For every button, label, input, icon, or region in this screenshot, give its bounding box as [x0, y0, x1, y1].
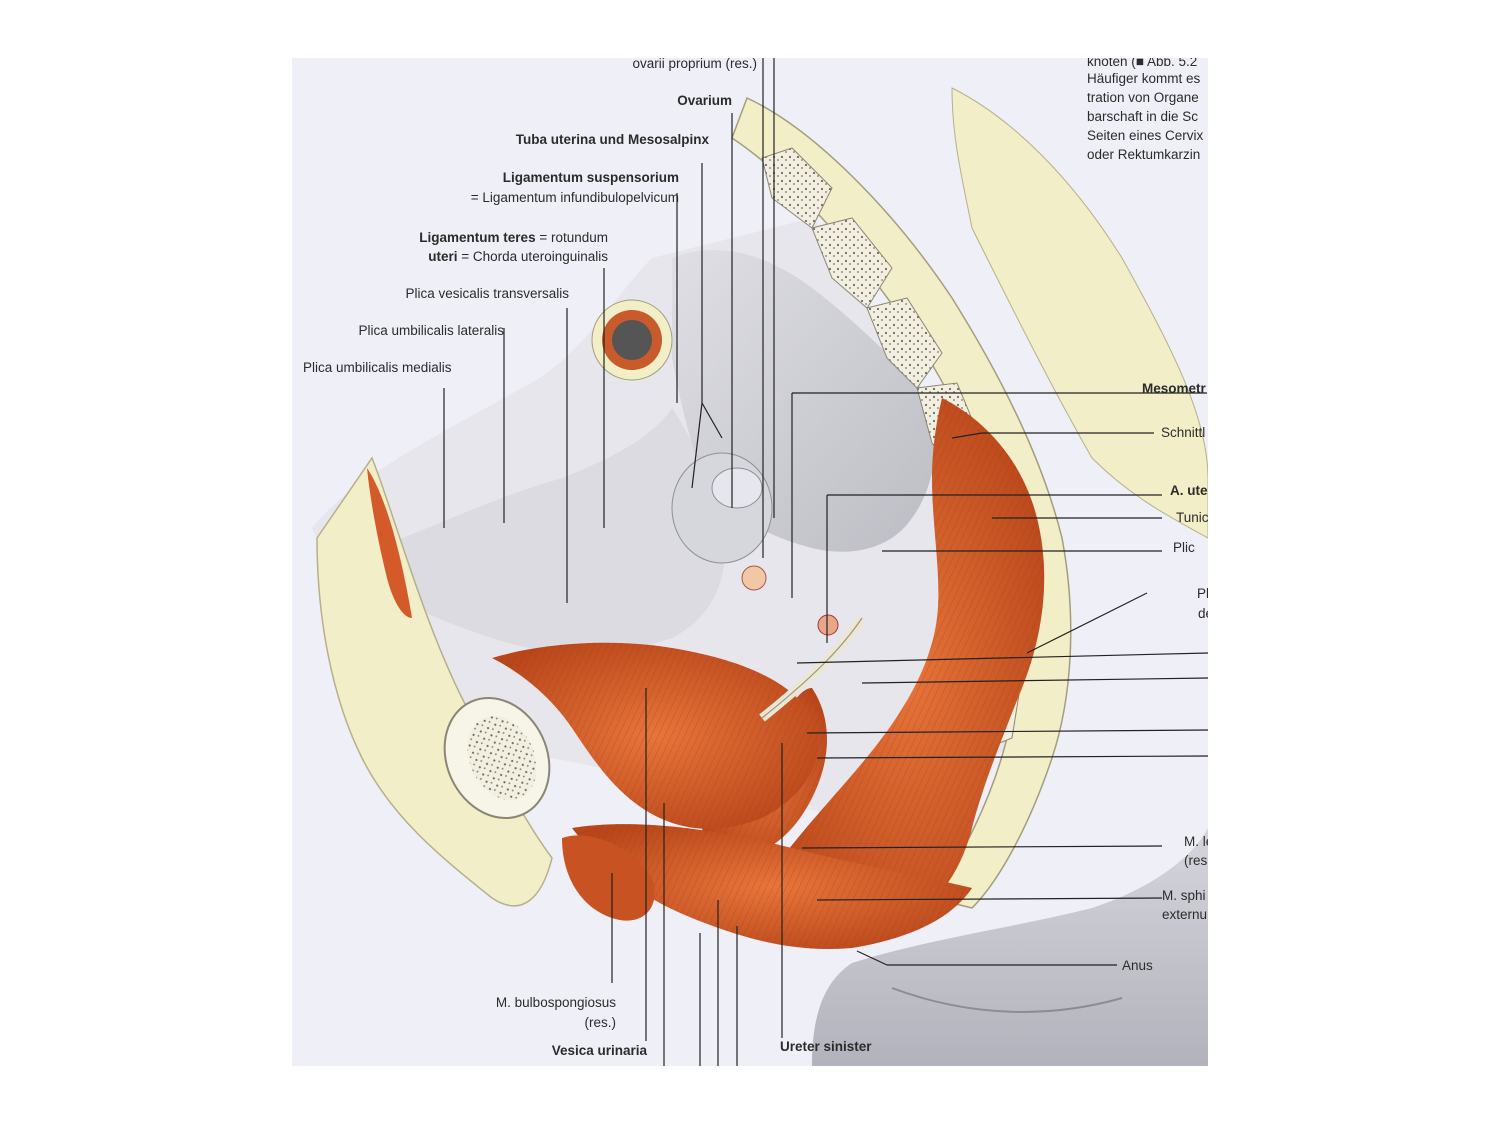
label-vesica-urinaria: Vesica urinaria	[551, 1043, 647, 1058]
bulbospongiosus	[562, 835, 655, 921]
side-text-line: Häufiger kommt es	[1087, 71, 1201, 86]
label-lig-suspensorium: Ligamentum suspensorium	[502, 170, 679, 185]
side-text-line: barschaft in die Sc	[1087, 109, 1199, 124]
side-text-line: Seiten eines Cervix	[1087, 128, 1204, 143]
label-schnittlinie: Schnittl	[1161, 425, 1206, 440]
label-plica-umbilicalis-lateralis: Plica umbilicalis lateralis	[358, 323, 504, 338]
label-tuba-uterina: Tuba uterina und Mesosalpinx	[515, 132, 709, 147]
label-plica: Plic	[1173, 540, 1195, 555]
label-m-levator-2: (res	[1184, 853, 1208, 868]
ovary-tube	[671, 452, 839, 636]
label-ovarii-proprium: ovarii proprium (res.)	[632, 58, 757, 71]
label-lig-teres-2: uteri = Chorda uteroinguinalis	[428, 249, 608, 264]
label-plica-umbilicalis-medialis: Plica umbilicalis medialis	[303, 360, 452, 375]
peritoneal-cavity	[312, 218, 1012, 818]
rectus-muscle	[367, 468, 412, 618]
label-pl-2: de	[1198, 606, 1208, 621]
leader-lines	[443, 58, 1208, 1066]
label-m-sphincter-2: externu	[1162, 907, 1208, 922]
label-mesometrium: Mesometr	[1142, 381, 1206, 396]
pelvis-sagittal-illustration	[292, 58, 1208, 1066]
side-text-line: knoten (■ Abb. 5.2	[1087, 58, 1198, 69]
side-text-line: tration von Organe	[1087, 90, 1199, 105]
label-lig-infundibulopelvicum: = Ligamentum infundibulopelvicum	[470, 190, 679, 205]
label-anus: Anus	[1122, 958, 1153, 973]
pubic-symphysis	[443, 696, 551, 820]
anatomy-plate: ovarii proprium (res.) Ovarium Tuba uter…	[292, 58, 1208, 1066]
label-m-sphincter-1: M. sphi	[1162, 888, 1206, 903]
label-a-uterina: A. ute	[1170, 483, 1208, 498]
label-bulbospongiosus-2: (res.)	[584, 1015, 617, 1030]
label-plica-vesicalis: Plica vesicalis transversalis	[405, 286, 569, 301]
side-text-line: oder Rektumkarzin	[1087, 147, 1201, 162]
label-bulbospongiosus-1: M. bulbospongiosus	[495, 995, 616, 1010]
label-pl-1: Pl	[1197, 586, 1208, 601]
label-m-levator-1: M. le	[1184, 834, 1208, 849]
label-lig-teres-1: Ligamentum teres = rotundum	[419, 230, 608, 245]
round-ligament-section	[591, 299, 673, 381]
label-tunica: Tunic	[1176, 510, 1208, 525]
label-ureter-sinister: Ureter sinister	[780, 1039, 872, 1054]
buttock-skin	[812, 828, 1208, 1066]
label-ovarium: Ovarium	[677, 93, 732, 108]
